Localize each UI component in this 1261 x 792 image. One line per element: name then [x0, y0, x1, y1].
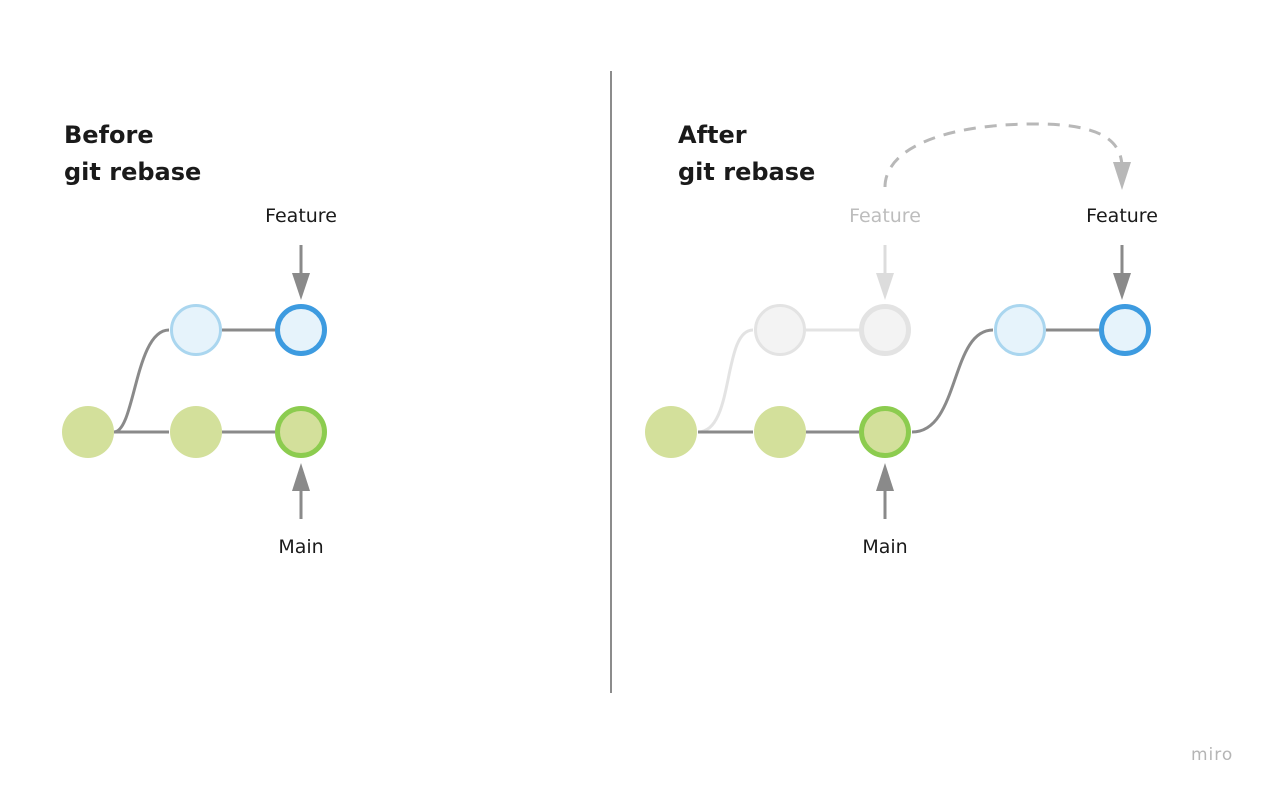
before-main-head-commit [275, 406, 327, 458]
after-feature-pointer-head [1113, 273, 1131, 300]
before-feature-pointer-head [292, 273, 310, 300]
after-main-commit-1 [645, 406, 697, 458]
after-title-line2: git rebase [678, 158, 816, 186]
after-main-head-commit [859, 406, 911, 458]
before-graph [62, 245, 327, 519]
after-move-dashed-arrow [883, 122, 1124, 188]
after-move-dashed-arrow-head [1113, 162, 1131, 190]
before-main-commit-2 [170, 406, 222, 458]
after-graph [645, 122, 1151, 519]
after-feature-head-commit [1099, 304, 1151, 356]
before-branch-curve [113, 328, 170, 434]
before-main-commit-1 [62, 406, 114, 458]
before-main-label: Main [278, 536, 324, 558]
after-ghost-feature-commit-2 [859, 304, 911, 356]
before-feature-head-commit [275, 304, 327, 356]
after-main-pointer-head [876, 463, 894, 491]
after-old-feature-label: Feature [849, 205, 921, 227]
panel-divider [610, 71, 612, 693]
after-ghost-feature-commit-1 [754, 304, 806, 356]
after-feature-label: Feature [1086, 205, 1158, 227]
before-title: Before git rebase [64, 117, 201, 191]
before-main-pointer-head [292, 463, 310, 491]
before-title-line2: git rebase [64, 158, 202, 186]
after-title: After git rebase [678, 117, 815, 191]
after-main-label: Main [862, 536, 908, 558]
before-feature-label: Feature [265, 205, 337, 227]
miro-logo: miro [1191, 745, 1234, 765]
after-title-line1: After [678, 121, 747, 149]
after-main-commit-2 [754, 406, 806, 458]
before-title-line1: Before [64, 121, 154, 149]
after-ghost-pointer-head [876, 273, 894, 300]
before-feature-commit-1 [170, 304, 222, 356]
after-ghost-branch-curve [697, 328, 754, 434]
after-rebased-branch-curve [911, 328, 994, 434]
after-feature-commit-1 [994, 304, 1046, 356]
